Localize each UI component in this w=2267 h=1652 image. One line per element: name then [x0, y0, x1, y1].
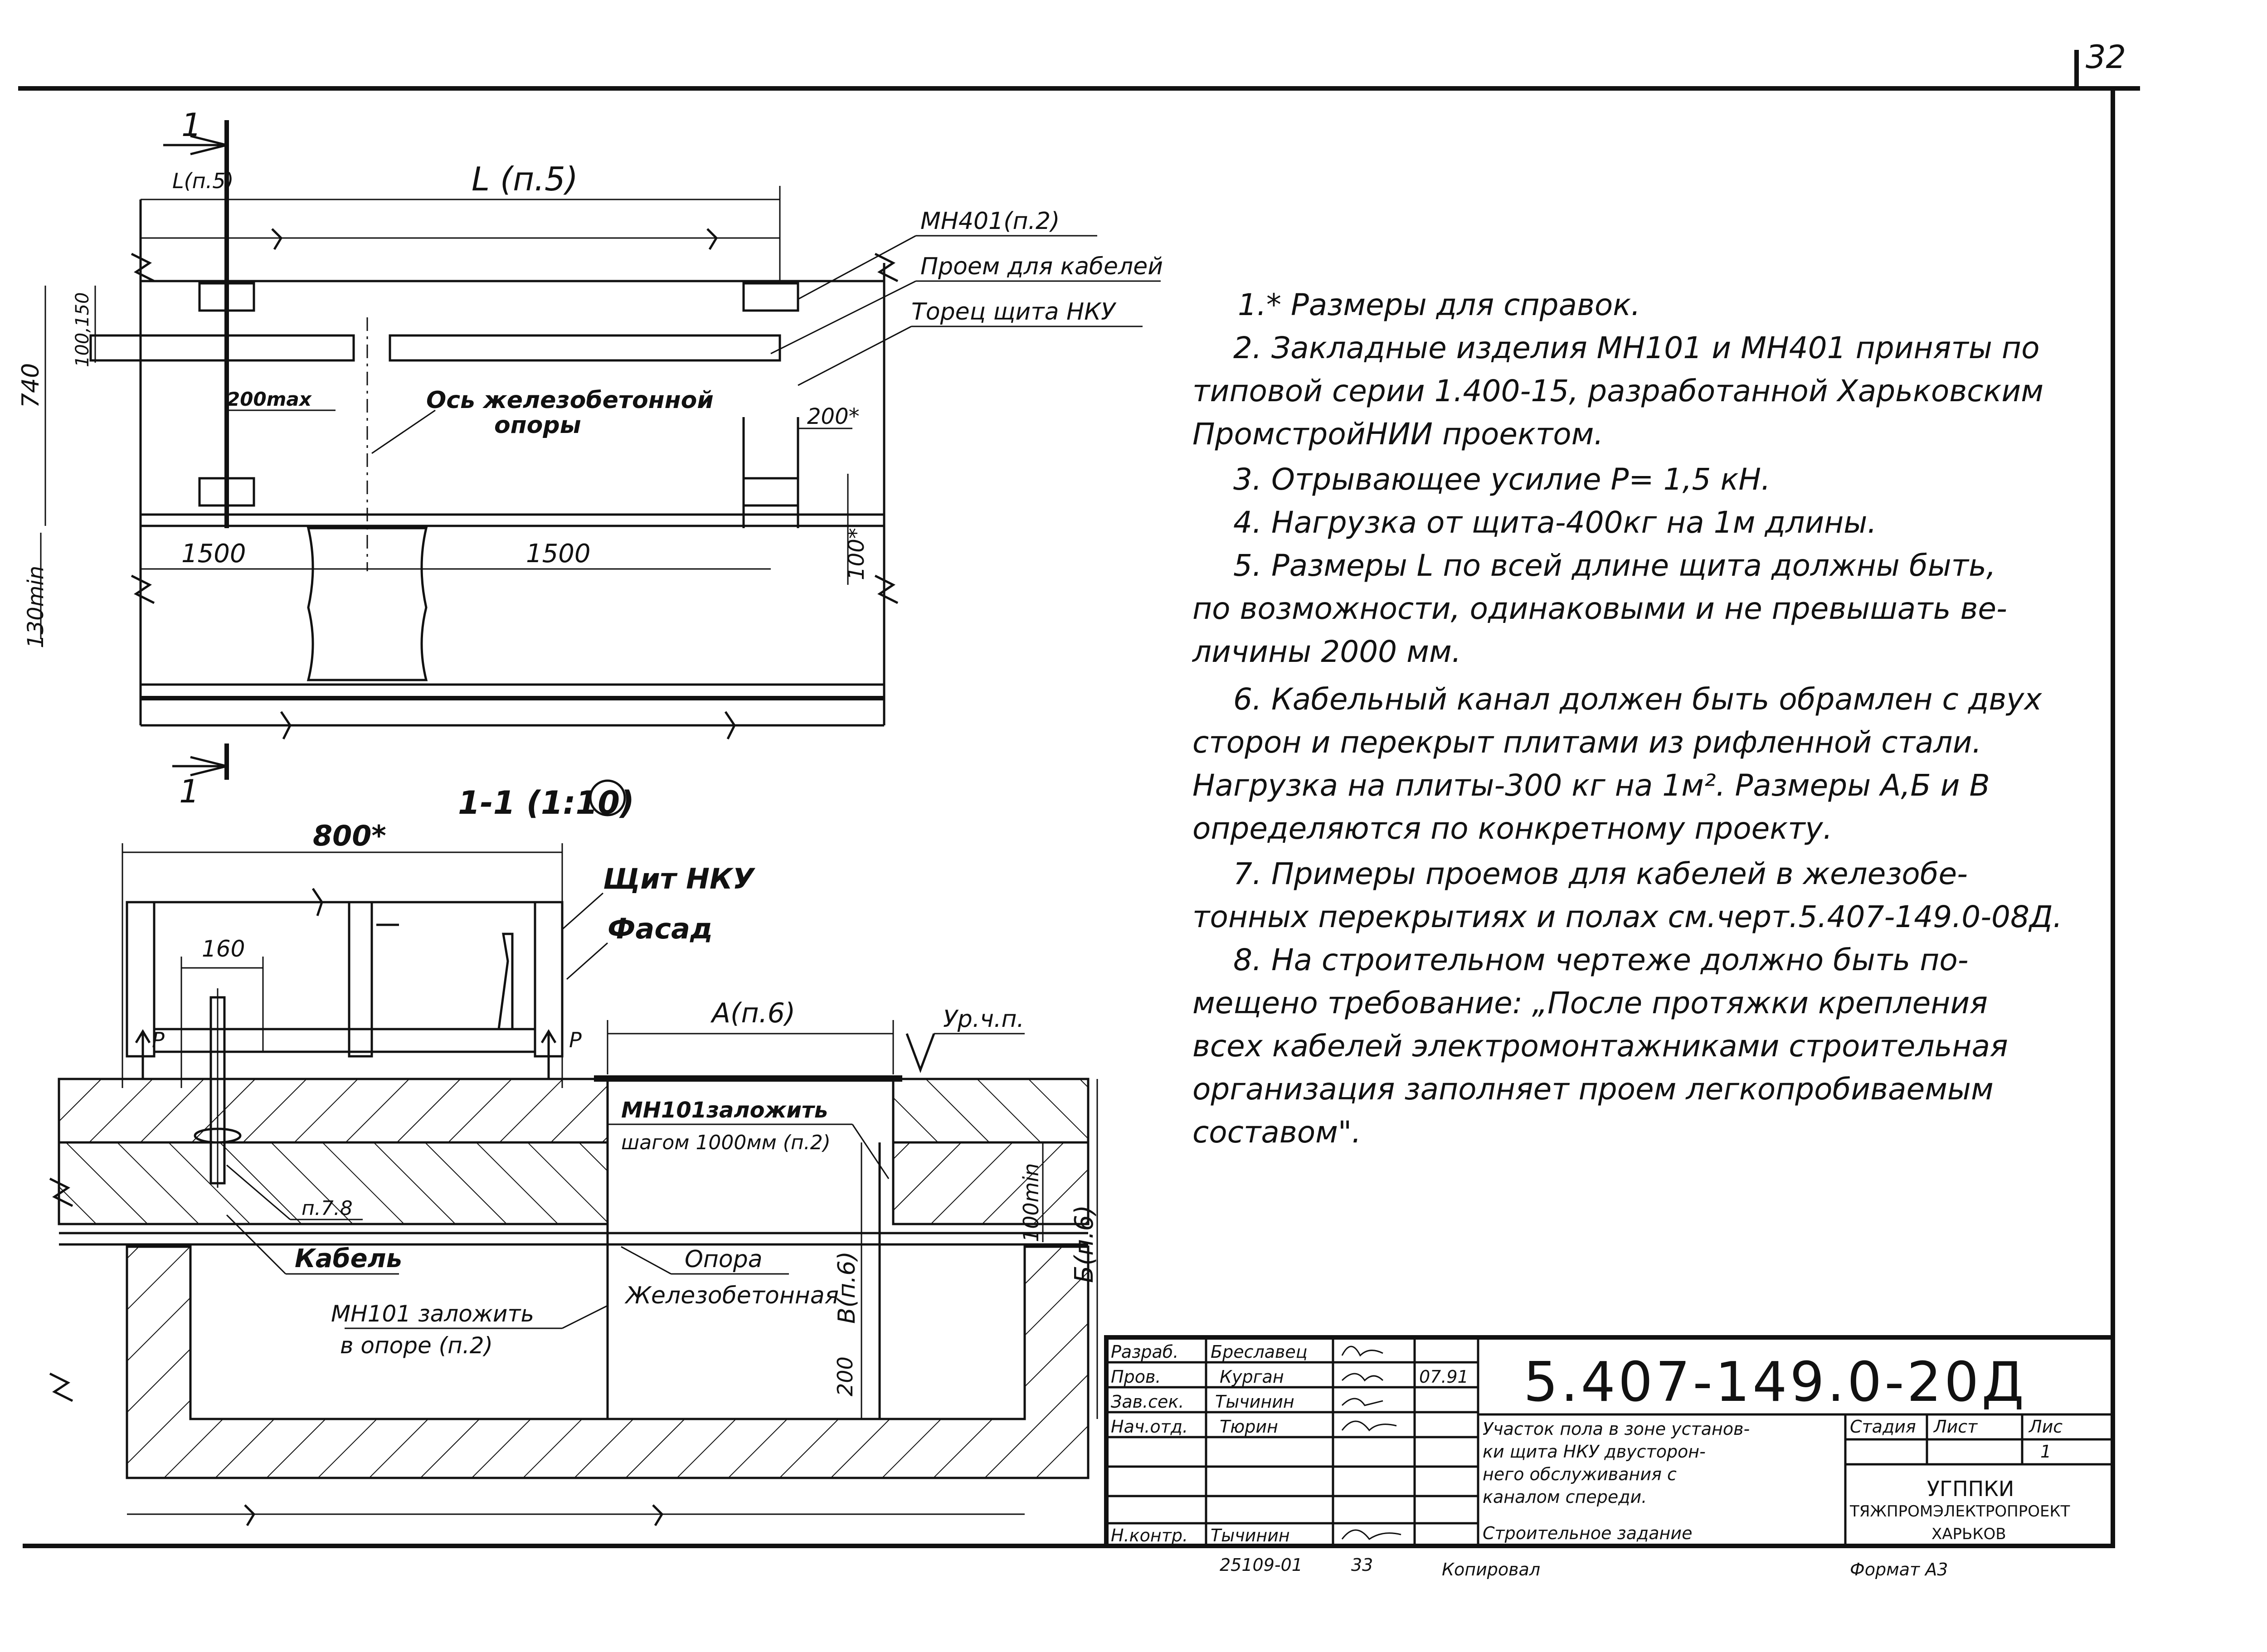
note-line-5: 4. Нагрузка от щита-400кг на 1м длины.	[1233, 505, 1877, 540]
desc-0: Участок пола в зоне установ-	[1483, 1419, 1750, 1439]
force-p-left: P	[152, 1028, 165, 1052]
role-0: Разраб.	[1111, 1342, 1178, 1362]
note-line-19: составом".	[1192, 1115, 1361, 1150]
page-number: 32	[2086, 39, 2126, 76]
dim-100-150: 100,150	[72, 292, 93, 367]
note-line-15: 8. На строительном чертеже должно быть п…	[1233, 943, 1969, 977]
org-line3: ХАРЬКОВ	[1931, 1525, 2006, 1543]
org-line2: ТЯЖПРОМЭЛЕКТРОПРОЕКТ	[1849, 1502, 2070, 1521]
dim-b-outer: Б(п.6)	[1070, 1205, 1099, 1283]
dim-l-left: L(п.5)	[172, 169, 234, 193]
name-1: Курган	[1220, 1367, 1284, 1387]
dim-740: 740	[17, 363, 44, 408]
signature-2	[1341, 1398, 1383, 1406]
note-line-1: 2. Закладные изделия МН101 и МН401 приня…	[1233, 330, 2039, 365]
dim-l-main: L (п.5)	[472, 160, 578, 198]
mn101-step-line1: МН101заложить	[621, 1098, 828, 1123]
signature-3	[1341, 1420, 1397, 1432]
date: 07.91	[1419, 1367, 1469, 1387]
note-line-0: 1.* Размеры для справок.	[1238, 287, 1640, 322]
role-3: Нач.отд.	[1111, 1417, 1188, 1437]
role-1: Пров.	[1111, 1367, 1161, 1387]
signature-1	[1341, 1373, 1384, 1382]
support-line1: Опора	[685, 1246, 763, 1273]
plan-view: 1 1 L(п.5) L (п.5) 740 100,150 130min 15…	[17, 107, 1163, 810]
floor-level: Ур.ч.п.	[943, 1006, 1024, 1033]
org-line1: УГППКИ	[1927, 1477, 2014, 1501]
note-line-10: сторон и перекрыт плитами из рифленной с…	[1192, 725, 1982, 760]
note-line-3: ПромстройНИИ проектом.	[1192, 417, 1603, 452]
note-line-18: организация заполняет проем легкопробива…	[1192, 1072, 1994, 1107]
name-0: Бреславец	[1211, 1342, 1308, 1362]
note-line-6: 5. Размеры L по всей длине щита должны б…	[1233, 548, 1996, 583]
label-cable: Кабель	[295, 1244, 402, 1273]
dim-b-inner: В(п.6)	[833, 1251, 861, 1324]
dim-800: 800*	[313, 819, 386, 852]
note-line-8: личины 2000 мм.	[1192, 634, 1461, 669]
dim-100min: 100min	[1019, 1163, 1043, 1242]
axis-label-line2: опоры	[494, 412, 581, 439]
desc-1: ки щита НКУ двусторон-	[1483, 1442, 1706, 1462]
signature-4	[1341, 1529, 1401, 1540]
bottom-num: 25109-01	[1220, 1555, 1303, 1575]
mn101-support-line2: в опоре (п.2)	[340, 1332, 493, 1359]
notes: 1.* Размеры для справок. 2. Закладные из…	[1192, 287, 2063, 1150]
name-3: Тюрин	[1220, 1417, 1278, 1437]
role-2: Зав.сек.	[1111, 1392, 1184, 1412]
label-p78: п.7.8	[302, 1197, 353, 1220]
note-line-4: 3. Отрывающее усилие Р= 1,5 кН.	[1233, 462, 1771, 497]
label-opening: Проем для кабелей	[920, 253, 1163, 280]
dim-200max: 200max	[227, 388, 312, 410]
note-line-13: 7. Примеры проемов для кабелей в железоб…	[1233, 856, 1968, 891]
section-mark-bottom: 1	[179, 773, 199, 810]
copied: Копировал	[1442, 1560, 1540, 1579]
note-line-11: Нагрузка на плиты-300 кг на 1м². Размеры…	[1192, 768, 1990, 803]
axis-label-line1: Ось железобетонной	[426, 387, 714, 414]
nkontr-role: Н.контр.	[1111, 1526, 1188, 1545]
dim-200-section: 200	[833, 1356, 857, 1396]
note-line-14: тонных перекрытиях и полах см.черт.5.407…	[1192, 899, 2063, 934]
note-line-16: мещено требование: „После протяжки крепл…	[1192, 986, 1988, 1020]
force-p-right: P	[569, 1028, 582, 1052]
format: Формат А3	[1850, 1560, 1948, 1579]
title-block: 5.407-149.0-20Д Разраб. Бреславец Пров. …	[1104, 1335, 2115, 1579]
dim-1500-left: 1500	[181, 539, 246, 568]
mn101-step-line2: шагом 1000мм (п.2)	[621, 1131, 831, 1154]
note-line-7: по возможности, одинаковыми и не превыша…	[1192, 591, 2007, 626]
desc-4: Строительное задание	[1483, 1523, 1692, 1543]
note-line-2: типовой серии 1.400-15, разработанной Ха…	[1192, 374, 2043, 408]
stage-label: Стадия	[1850, 1417, 1916, 1437]
note-line-17: всех кабелей электромонтажниками строите…	[1192, 1029, 2008, 1064]
dim-200star: 200*	[807, 404, 860, 429]
section-view: 1-1 (1:10) 800* 160 P P	[49, 779, 1099, 1526]
mn101-support-line1: МН101 заложить	[331, 1301, 534, 1327]
section-mark-top: 1	[181, 107, 202, 144]
note-line-9: 6. Кабельный канал должен быть обрамлен …	[1233, 682, 2042, 717]
note-line-12: определяются по конкретному проекту.	[1192, 811, 1833, 846]
label-mn401: МН401(п.2)	[920, 208, 1060, 235]
label-panel: Щит НКУ	[603, 862, 756, 895]
bottom-page: 33	[1351, 1555, 1373, 1575]
dim-160: 160	[202, 936, 245, 962]
dim-100star: 100*	[844, 528, 869, 580]
desc-2: него обслуживания с	[1483, 1464, 1677, 1484]
sheet-value: 1	[2040, 1442, 2051, 1462]
support-line2: Железобетонная	[624, 1282, 839, 1309]
label-facade: Фасад	[608, 912, 713, 945]
desc-3: каналом спереди.	[1483, 1487, 1647, 1507]
nkontr-name: Тычинин	[1211, 1526, 1290, 1545]
drawing-code: 5.407-149.0-20Д	[1523, 1351, 2027, 1414]
name-2: Тычинин	[1215, 1392, 1294, 1412]
dim-a: А(п.6)	[710, 997, 795, 1029]
dim-130min: 130min	[23, 566, 49, 648]
signature-0	[1341, 1346, 1383, 1357]
dim-1500-right: 1500	[526, 539, 591, 568]
sheets-label: Лис	[2028, 1417, 2063, 1437]
label-panel-end: Торец щита НКУ	[911, 298, 1117, 326]
sheet-label: Лист	[1933, 1417, 1978, 1437]
